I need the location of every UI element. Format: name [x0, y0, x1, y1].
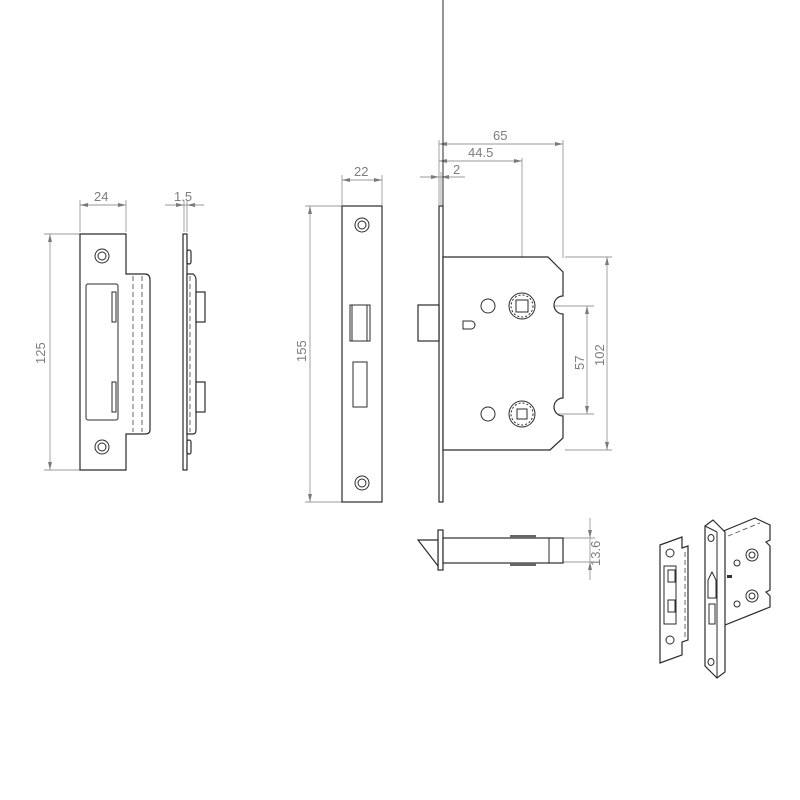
dimension-forend-height: 155: [294, 205, 342, 503]
strike-plate-side-view: 1.5: [165, 189, 206, 471]
screw-hole-icon: [94, 248, 110, 264]
dimension-label-125: 125: [33, 342, 48, 364]
dimension-strike-thickness: 1.5: [165, 189, 204, 232]
dimension-forend-width: 22: [341, 164, 383, 205]
dimension-label-1-5: 1.5: [174, 189, 192, 204]
dimension-label-65: 65: [493, 128, 507, 143]
dimension-label-44-5: 44.5: [468, 145, 493, 160]
dimension-label-2: 2: [453, 162, 460, 177]
privacy-follower-icon: [508, 400, 536, 428]
latch-bolt-plan-view: 13.6: [416, 518, 603, 580]
spindle-follower-icon: [508, 292, 536, 320]
dimension-bolt-height: 13.6: [563, 518, 603, 580]
strike-plate-front-view: 24 125: [33, 189, 151, 471]
isometric-assembly-view: [659, 517, 771, 679]
dimension-label-22: 22: [354, 164, 368, 179]
dimension-strike-height: 125: [33, 233, 80, 471]
screw-hole-icon: [354, 475, 370, 491]
screw-hole-icon: [354, 217, 370, 233]
dimension-label-57: 57: [572, 356, 587, 370]
dimension-label-102: 102: [592, 344, 607, 366]
dimension-label-155: 155: [294, 340, 309, 362]
screw-hole-icon: [94, 439, 110, 455]
forend-front-view: 22 155: [294, 164, 383, 503]
lock-body-side-view: 65 44.5 2 102: [417, 0, 612, 503]
dimension-case-height: 102: [565, 256, 612, 451]
dimension-strike-width: 24: [79, 189, 127, 232]
dimension-label-24: 24: [94, 189, 108, 204]
dimension-case-depth: 65: [438, 128, 564, 258]
dimension-label-13-6: 13.6: [588, 541, 603, 566]
